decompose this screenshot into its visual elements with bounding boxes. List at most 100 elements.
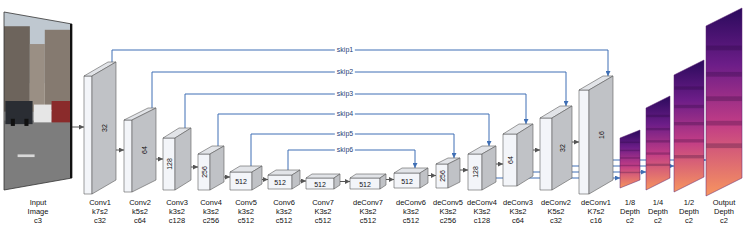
channel-count: 32 — [559, 144, 566, 152]
layer-label: 1/8 Depth c2 — [620, 198, 640, 225]
side-face — [175, 128, 191, 190]
side-face — [517, 124, 533, 186]
side-face — [132, 108, 156, 192]
front-face — [468, 154, 482, 190]
layer-label: Conv5 k3s2 c512 — [235, 198, 257, 225]
side-face — [334, 174, 340, 189]
depth-streak — [646, 164, 670, 166]
layer-block: 64deConv3 K3s2 c64 — [503, 124, 533, 186]
depth-streak — [646, 140, 670, 142]
side-face — [92, 62, 116, 194]
depth-streak — [706, 143, 742, 148]
side-face — [210, 146, 224, 190]
depth-streak — [620, 142, 640, 143]
channel-count: 128 — [166, 158, 173, 170]
block-shape — [706, 8, 742, 196]
front-face — [163, 138, 175, 190]
layer-label: Conv7 K3s2 c512 — [312, 198, 334, 225]
side-face — [420, 168, 428, 188]
depth-frame — [674, 60, 704, 192]
channel-count: 16 — [598, 131, 605, 139]
depth-streak — [674, 122, 704, 125]
channel-count: 512 — [235, 178, 247, 185]
depth-streak — [706, 46, 742, 51]
layer-label: deConv2 K5s2 c32 — [541, 198, 571, 225]
photo-part — [24, 119, 28, 126]
layer-block: 128Conv3 k3s2 c128 — [163, 128, 191, 190]
front-face — [84, 76, 92, 194]
depth-image — [674, 60, 704, 192]
depth-fill — [646, 96, 670, 190]
skip-connection — [152, 72, 566, 108]
side-face — [292, 170, 300, 189]
channel-count: 512 — [274, 179, 286, 186]
flow-arrow — [191, 167, 198, 168]
block-shape — [540, 106, 572, 190]
layer-label: deConv6 k3s2 c512 — [396, 198, 426, 225]
input-image: Input Image c3 — [4, 12, 72, 190]
layer-block: 32deConv2 K5s2 c32 — [540, 106, 572, 190]
depth-streak — [620, 157, 640, 158]
depth-streak — [620, 165, 640, 166]
depth-streak — [674, 105, 704, 108]
depth-streak — [620, 172, 640, 173]
flow-arrow — [156, 159, 163, 160]
depth-fill — [706, 8, 742, 196]
depth-streak — [706, 121, 742, 126]
block-shape — [4, 12, 72, 190]
skip-connection — [251, 134, 454, 166]
photo-part — [11, 119, 15, 126]
depth-streak — [674, 139, 704, 142]
flow-arrow — [572, 142, 579, 143]
depth-image — [706, 8, 742, 196]
layer-label: Conv3 k3s2 c128 — [166, 198, 188, 225]
side-face — [380, 174, 386, 189]
block-shape — [124, 108, 156, 192]
front-face — [394, 173, 420, 188]
photo-frame — [4, 12, 72, 190]
flow-arrow — [496, 164, 503, 165]
layer-block: 32Conv1 k7s2 c32 — [84, 62, 116, 194]
layer-block: 256Conv4 k3s2 c256 — [198, 146, 224, 190]
layer-label: 1/2 Depth c2 — [679, 198, 699, 225]
front-face — [268, 175, 292, 189]
block-shape — [579, 76, 613, 194]
photo-part — [45, 30, 72, 110]
channel-count: 512 — [359, 180, 371, 187]
layer-label: Conv6 k3s2 c512 — [273, 198, 295, 225]
layer-block: 512deConv7 K3s2 c512 — [350, 174, 386, 189]
depth-image — [646, 96, 670, 190]
front-face — [436, 164, 448, 188]
layer-label: 1/4 Depth c2 — [648, 198, 668, 225]
flow-arrow — [224, 177, 230, 178]
layer-block: 256deConv5 K3s2 c256 — [436, 158, 460, 188]
channel-count: 32 — [101, 124, 108, 132]
side-face — [589, 76, 613, 194]
skip-label: skip5 — [335, 130, 355, 138]
layer-block: 128deConv4 K3s2 c128 — [468, 146, 496, 190]
layer-block: 512Conv6 k3s2 c512 — [268, 170, 300, 189]
flow-arrow — [533, 150, 540, 151]
layer-block: 512deConv6 k3s2 c512 — [394, 168, 428, 188]
side-face — [448, 158, 460, 188]
skip-label: skip2 — [335, 68, 355, 76]
depth-streak — [646, 128, 670, 130]
photo-part — [4, 112, 72, 190]
depth-map: 1/4 Depth c2 — [646, 96, 670, 190]
layer-label: deConv5 K3s2 c256 — [433, 198, 463, 225]
flow-arrow — [262, 179, 268, 180]
depth-map: 1/2 Depth c2 — [674, 60, 704, 192]
front-face — [579, 90, 589, 194]
photo — [4, 12, 72, 190]
skip-label: skip6 — [335, 146, 355, 154]
channel-count: 256 — [201, 166, 208, 178]
layer-label: Conv1 k7s2 c32 — [89, 198, 111, 225]
depth-frame — [706, 8, 742, 196]
flow-arrow — [386, 179, 394, 180]
front-face — [540, 118, 552, 190]
skip-label: skip3 — [335, 90, 355, 98]
layer-block: 64Conv2 k5s2 c64 — [124, 108, 156, 192]
channel-count: 128 — [472, 166, 479, 178]
depth-streak — [706, 72, 742, 77]
block-shape — [84, 62, 116, 194]
